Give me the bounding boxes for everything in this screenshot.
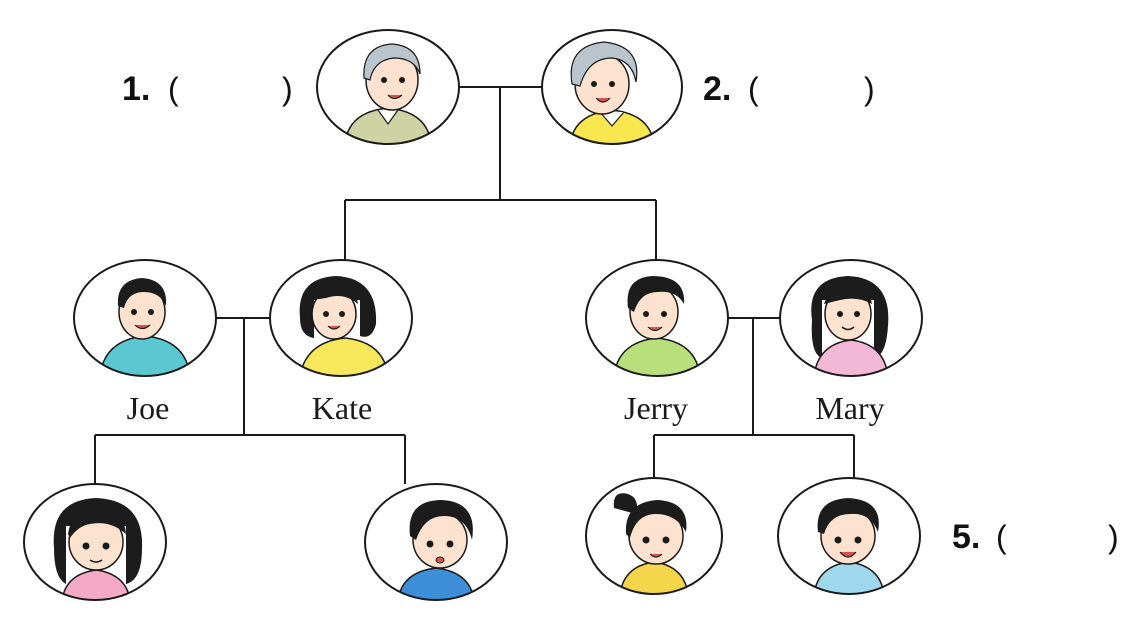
portrait-grandfather — [316, 29, 460, 145]
question-2-number: 2. — [703, 70, 731, 108]
portrait-boy-left — [364, 483, 508, 601]
portrait-jerry — [585, 259, 729, 377]
question-5-blank: 5. ( ) — [952, 518, 1119, 556]
portrait-boy-right — [777, 477, 921, 595]
name-label-jerry: Jerry — [624, 390, 688, 426]
question-2-blank: 2. ( ) — [703, 70, 875, 108]
name-label-kate: Kate — [312, 390, 372, 426]
question-5-open-paren: ( — [996, 519, 1007, 555]
tree-connectors — [94, 86, 855, 484]
question-5-close-paren: ) — [1108, 519, 1119, 555]
portrait-girl-left — [23, 483, 167, 601]
question-1-blank: 1. ( ) — [122, 70, 293, 108]
question-1-open-paren: ( — [168, 71, 179, 107]
question-2-open-paren: ( — [748, 71, 759, 107]
question-5-number: 5. — [952, 518, 980, 556]
portrait-grandmother — [541, 29, 683, 145]
name-label-joe: Joe — [127, 390, 170, 426]
portrait-joe — [73, 259, 217, 377]
question-1-number: 1. — [122, 70, 150, 108]
question-1-close-paren: ) — [282, 71, 293, 107]
portrait-girl-right — [585, 477, 723, 595]
portrait-kate — [269, 259, 413, 377]
name-label-mary: Mary — [815, 390, 884, 426]
question-2-close-paren: ) — [864, 71, 875, 107]
portrait-mary — [779, 259, 923, 377]
